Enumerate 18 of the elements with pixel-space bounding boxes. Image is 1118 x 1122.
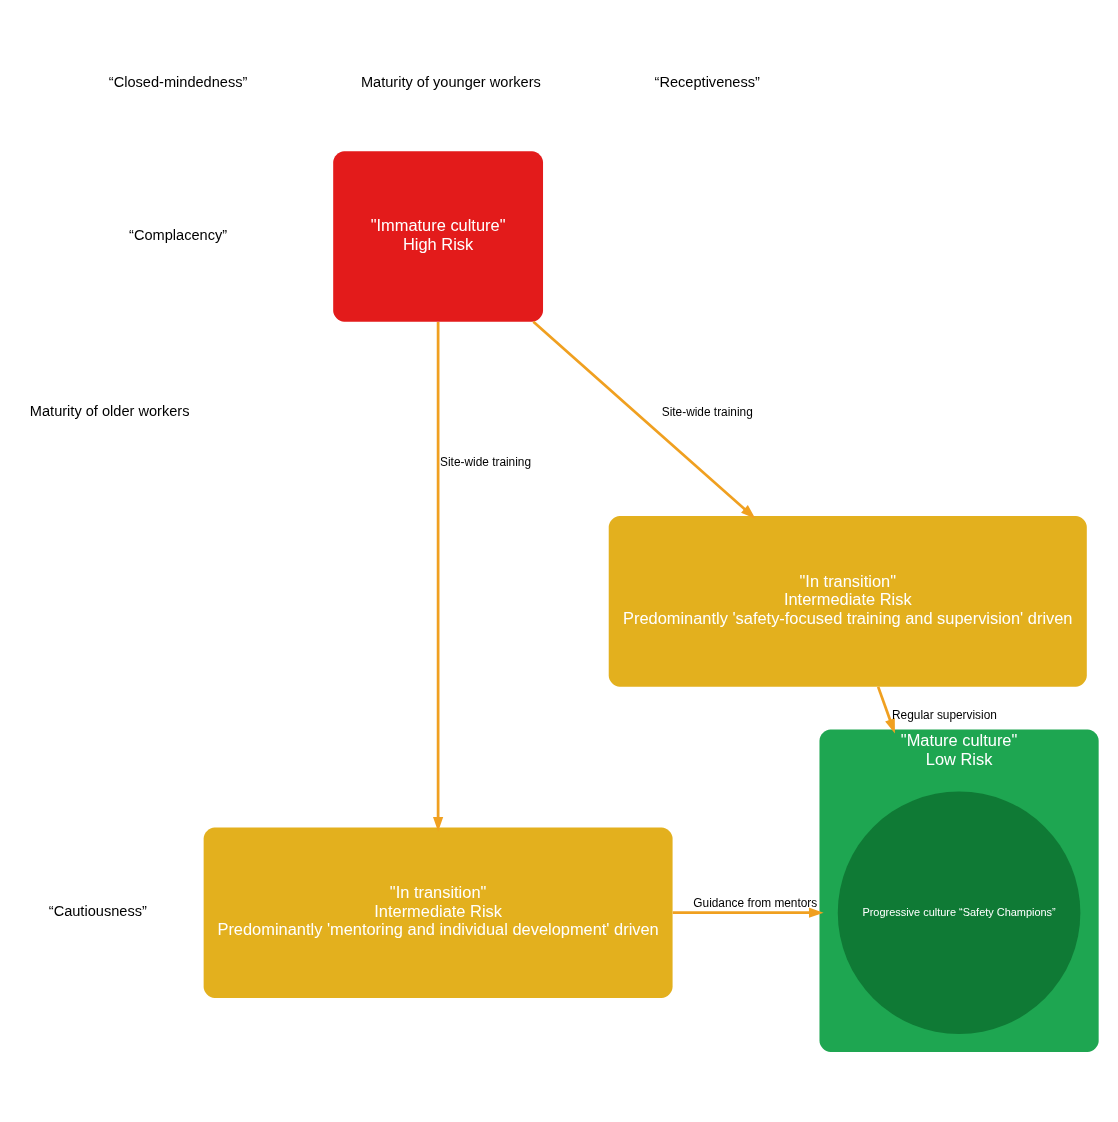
label: Maturity of younger workers	[360, 74, 541, 91]
label: Maturity of older workers	[29, 403, 190, 420]
edge-label: Guidance from mentors	[693, 895, 818, 910]
edge-label: Site-wide training	[440, 455, 532, 470]
label: “Complacency”	[129, 226, 228, 243]
label: “Closed-mindedness”	[108, 74, 248, 91]
arrow	[876, 686, 895, 734]
arrow	[532, 320, 756, 519]
node-box: "In transition" Intermediate Risk Predominantly 'mentoring and individual development' driven	[203, 827, 673, 998]
label: “Receptiveness”	[654, 74, 760, 91]
edge-label: Site-wide training	[661, 405, 753, 420]
arrow	[672, 907, 824, 918]
node-box: "Immature culture" High Risk	[333, 151, 544, 322]
node-circle: Progressive culture “Safety Champions”	[837, 791, 1081, 1034]
label: “Cautiousness”	[48, 903, 147, 920]
arrow	[433, 321, 444, 832]
edge-label: Regular supervision	[892, 708, 997, 722]
node-box: "In transition" Intermediate Risk Predominantly 'safety-focused training and supervision' driven	[608, 516, 1087, 687]
